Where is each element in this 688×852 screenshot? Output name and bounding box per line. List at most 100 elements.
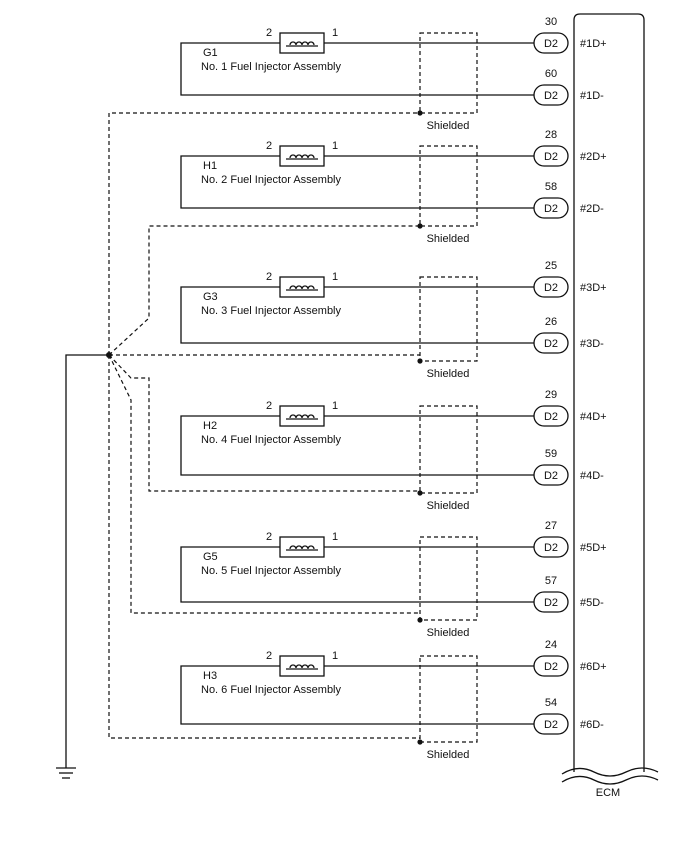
ecm-pin-number: 25 — [545, 260, 557, 272]
ecm-signal-name: #3D- — [580, 338, 604, 350]
shield-outline — [419, 655, 478, 743]
shield: Shielded — [108, 354, 478, 512]
connector-pill — [533, 332, 569, 354]
ecm-pin-number: 27 — [545, 520, 557, 532]
injector-code: H1 — [203, 160, 217, 172]
ecm-terminal-plus: D2 29 #4D+ — [533, 389, 607, 427]
ecm-pin-number: 26 — [545, 316, 557, 328]
ecm-signal-name: #5D- — [580, 597, 604, 609]
injector-pin-right: 1 — [332, 27, 338, 39]
shield: Shielded — [108, 355, 478, 761]
injector-pin-right: 1 — [332, 400, 338, 412]
ecm-pin-number: 30 — [545, 16, 557, 28]
connector-pill — [533, 197, 569, 219]
injector-code: G3 — [203, 291, 218, 303]
injector-code: G5 — [203, 551, 218, 563]
injector-name: No. 1 Fuel Injector Assembly — [201, 61, 342, 73]
injector-pin-left: 2 — [266, 271, 272, 283]
connector-code: D2 — [544, 719, 558, 731]
connector-pill — [533, 713, 569, 735]
injector-code: G1 — [203, 47, 218, 59]
shield-outline — [419, 32, 478, 114]
connector-code: D2 — [544, 151, 558, 163]
circuit-wire — [180, 415, 534, 476]
ecm-signal-name: #2D- — [580, 203, 604, 215]
connector-pill — [533, 276, 569, 298]
connector-pill — [533, 84, 569, 106]
shield-drain-junction — [417, 110, 423, 116]
shield-drain-junction — [417, 739, 423, 745]
shield-label: Shielded — [427, 368, 470, 380]
shield: Shielded — [108, 32, 478, 355]
shield-label: Shielded — [427, 749, 470, 761]
injector-coil-icon — [286, 41, 318, 47]
connector-pill — [533, 464, 569, 486]
injector-pin-left: 2 — [266, 140, 272, 152]
circuit-wire — [180, 286, 534, 344]
injector-coil-icon — [286, 285, 318, 291]
connector-code: D2 — [544, 38, 558, 50]
injector-name: No. 3 Fuel Injector Assembly — [201, 305, 342, 317]
injector-pin-left: 2 — [266, 531, 272, 543]
shield-outline — [419, 145, 478, 227]
shield-outline — [419, 405, 478, 494]
ecm-block: ECM — [561, 13, 659, 799]
connector-code: D2 — [544, 597, 558, 609]
connector-code: D2 — [544, 411, 558, 423]
connector-pill — [533, 655, 569, 677]
ecm-pin-number: 29 — [545, 389, 557, 401]
ecm-pin-number: 59 — [545, 448, 557, 460]
shield-drain-wire — [108, 354, 420, 614]
ecm-pin-number: 24 — [545, 639, 557, 651]
shield-label: Shielded — [427, 233, 470, 245]
connector-pill — [533, 32, 569, 54]
ecm-signal-name: #4D- — [580, 470, 604, 482]
shield-label: Shielded — [427, 500, 470, 512]
ecm-terminal-minus: D2 57 #5D- — [533, 575, 604, 613]
shield-outline — [419, 276, 478, 362]
injector-name: No. 2 Fuel Injector Assembly — [201, 174, 342, 186]
shield-drain-wire — [108, 355, 420, 739]
shield-drain-junction — [417, 617, 423, 623]
injector-name: No. 4 Fuel Injector Assembly — [201, 434, 342, 446]
ecm-signal-name: #3D+ — [580, 282, 607, 294]
ecm-pin-number: 57 — [545, 575, 557, 587]
connector-pill — [533, 536, 569, 558]
injector-coil-icon — [286, 154, 318, 160]
ecm-pin-number: 28 — [545, 129, 557, 141]
circuit-wire — [180, 155, 534, 209]
shield-drain-junction — [417, 223, 423, 229]
ecm-signal-name: #1D- — [580, 90, 604, 102]
connector-pill — [533, 591, 569, 613]
ground-junction — [106, 352, 112, 358]
shield-label: Shielded — [427, 627, 470, 639]
ground-icon — [56, 767, 76, 779]
connector-pill — [533, 405, 569, 427]
injector-name: No. 5 Fuel Injector Assembly — [201, 565, 342, 577]
shield-drain-junction — [417, 490, 423, 496]
injector-pin-left: 2 — [266, 27, 272, 39]
ecm-signal-name: #4D+ — [580, 411, 607, 423]
injector-coil-icon — [286, 545, 318, 551]
shield-label: Shielded — [427, 120, 470, 132]
shield: Shielded — [108, 354, 478, 639]
shield: Shielded — [109, 276, 478, 380]
connector-code: D2 — [544, 90, 558, 102]
ecm-signal-name: #5D+ — [580, 542, 607, 554]
connector-code: D2 — [544, 203, 558, 215]
ground-wiring — [56, 354, 109, 779]
shield-drain-wiring: ShieldedShieldedShieldedShieldedShielded… — [106, 32, 478, 761]
